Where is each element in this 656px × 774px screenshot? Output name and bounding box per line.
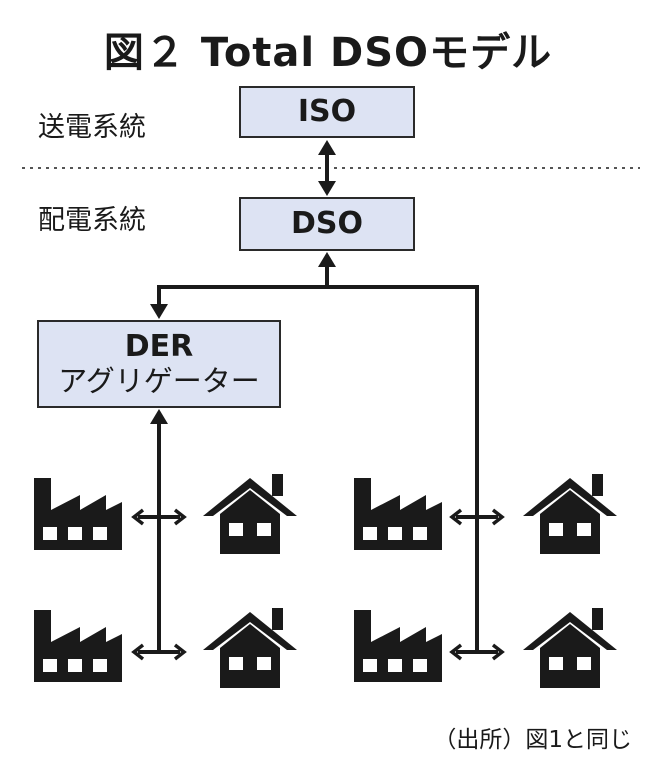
house-icon <box>523 608 617 688</box>
factory-icon <box>34 610 122 682</box>
diagram-title: 図２ Total DSOモデル <box>103 30 553 76</box>
iso-box: ISO <box>239 86 415 138</box>
factory-icon <box>34 478 122 550</box>
factory-icon <box>354 610 442 682</box>
dso-label: DSO <box>290 206 363 241</box>
distribution-label: 配電系統 <box>38 205 146 236</box>
house-icon <box>203 608 297 688</box>
der-label: DER <box>124 329 194 364</box>
factory-icon <box>354 478 442 550</box>
transmission-label: 送電系統 <box>38 112 146 143</box>
iso-label: ISO <box>297 94 357 129</box>
aggregator-label: アグリゲーター <box>58 364 260 398</box>
source-note: （出所）図1と同じ <box>433 727 632 753</box>
dso-box: DSO <box>239 197 415 251</box>
house-icon <box>523 474 617 554</box>
house-icon <box>203 474 297 554</box>
distribution-bus <box>157 285 479 652</box>
der-aggregator-box: DER アグリゲーター <box>37 320 281 408</box>
